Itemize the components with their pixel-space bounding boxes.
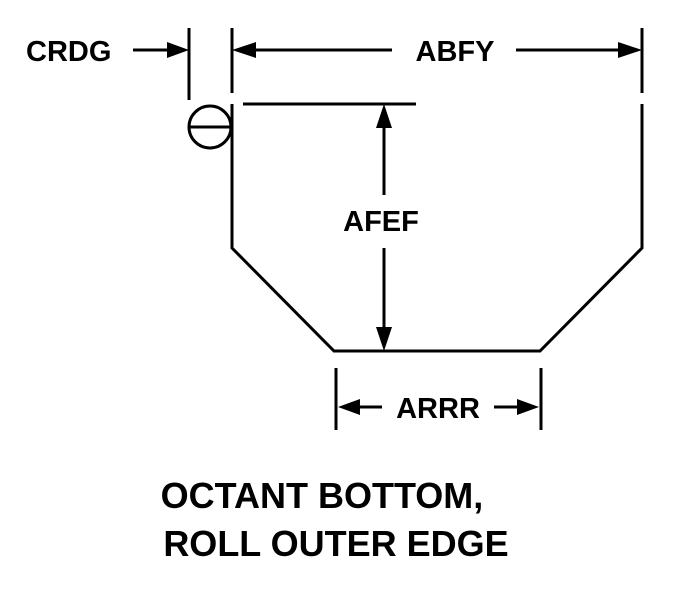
pan-outline <box>230 104 644 353</box>
arrr-left-arrowhead <box>338 399 360 415</box>
afef-label: AFEF <box>343 206 419 238</box>
afef-bottom-arrowhead <box>376 327 392 351</box>
abfy-right-arrowhead <box>618 42 642 58</box>
arrr-right-arrowhead <box>517 399 539 415</box>
afef-top-arrowhead <box>376 104 392 128</box>
caption-line-1: OCTANT BOTTOM, <box>161 475 484 516</box>
crdg-label: CRDG <box>26 36 111 68</box>
crdg-arrowhead <box>167 42 189 58</box>
caption-line-2: ROLL OUTER EDGE <box>163 523 508 564</box>
abfy-left-arrowhead <box>232 42 256 58</box>
abfy-label: ABFY <box>416 36 495 68</box>
arrr-label: ARRR <box>396 393 480 425</box>
